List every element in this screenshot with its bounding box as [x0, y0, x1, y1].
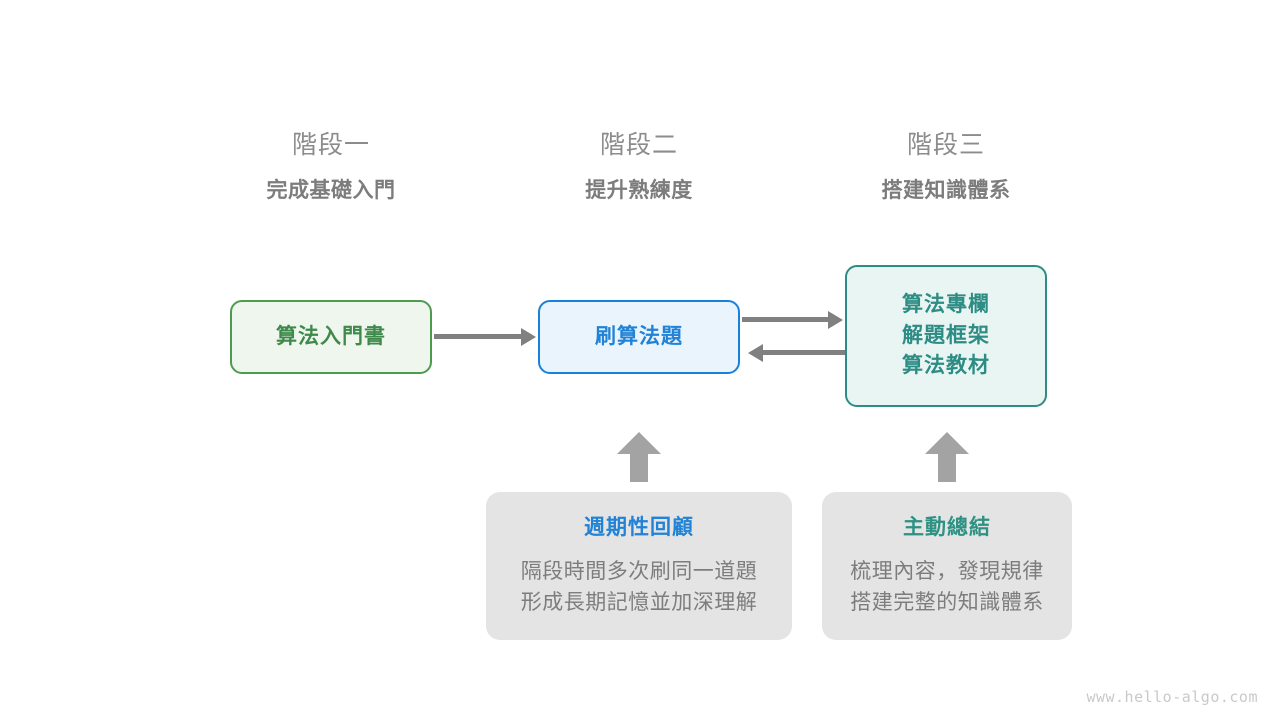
block-arrow-up-summary-icon — [925, 432, 969, 482]
stage-subtitle-2: 提升熟練度 — [585, 179, 693, 202]
note-card-periodic-review-line-1: 隔段時間多次刷同一道題 — [520, 560, 758, 583]
block-arrow-up-review-icon — [617, 432, 661, 482]
stage-subtitle-3: 搭建知識體系 — [881, 179, 1011, 202]
node-intro-book-label: 算法入門書 — [276, 324, 386, 348]
stage-label-2: 階段二 — [599, 131, 678, 159]
stage-column-1: 階段一 完成基礎入門 — [231, 128, 431, 206]
node-practice[interactable]: 刷算法題 — [538, 300, 740, 374]
stage-label-3: 階段三 — [906, 131, 985, 159]
node-intro-book[interactable]: 算法入門書 — [230, 300, 432, 374]
node-practice-label: 刷算法題 — [595, 324, 683, 348]
stage-subtitle-1: 完成基礎入門 — [266, 179, 396, 202]
node-resources-line-2: 解題框架 — [902, 323, 990, 347]
stage-column-3: 階段三 搭建知識體系 — [846, 128, 1046, 206]
note-card-active-summary-line-2: 搭建完整的知識體系 — [850, 591, 1044, 614]
note-card-active-summary[interactable]: 主動總結 梳理內容，發現規律 搭建完整的知識體系 — [822, 492, 1072, 640]
node-resources[interactable]: 算法專欄 解題框架 算法教材 — [845, 265, 1047, 407]
arrow-practice-to-resources-head-icon — [828, 311, 843, 329]
note-card-periodic-review-body: 隔段時間多次刷同一道題 形成長期記憶並加深理解 — [521, 556, 758, 618]
arrow-practice-to-resources-line — [742, 317, 829, 322]
note-card-periodic-review[interactable]: 週期性回顧 隔段時間多次刷同一道題 形成長期記憶並加深理解 — [486, 492, 792, 640]
stage-column-2: 階段二 提升熟練度 — [539, 128, 739, 206]
note-card-active-summary-body: 梳理內容，發現規律 搭建完整的知識體系 — [850, 556, 1044, 618]
note-card-active-summary-line-1: 梳理內容，發現規律 — [850, 560, 1044, 583]
arrow-resources-to-practice-head-icon — [748, 344, 763, 362]
note-card-active-summary-title: 主動總結 — [903, 516, 991, 539]
node-resources-line-1: 算法專欄 — [902, 293, 990, 317]
note-card-periodic-review-line-2: 形成長期記憶並加深理解 — [520, 591, 758, 614]
watermark: www.hello-algo.com — [1086, 688, 1258, 706]
arrow-intro-to-practice-line — [434, 334, 522, 339]
arrow-intro-to-practice-head-icon — [521, 328, 536, 346]
node-resources-line-3: 算法教材 — [902, 354, 990, 378]
note-card-periodic-review-title: 週期性回顧 — [584, 516, 694, 539]
arrow-resources-to-practice-line — [763, 350, 845, 355]
stage-label-1: 階段一 — [291, 131, 370, 159]
